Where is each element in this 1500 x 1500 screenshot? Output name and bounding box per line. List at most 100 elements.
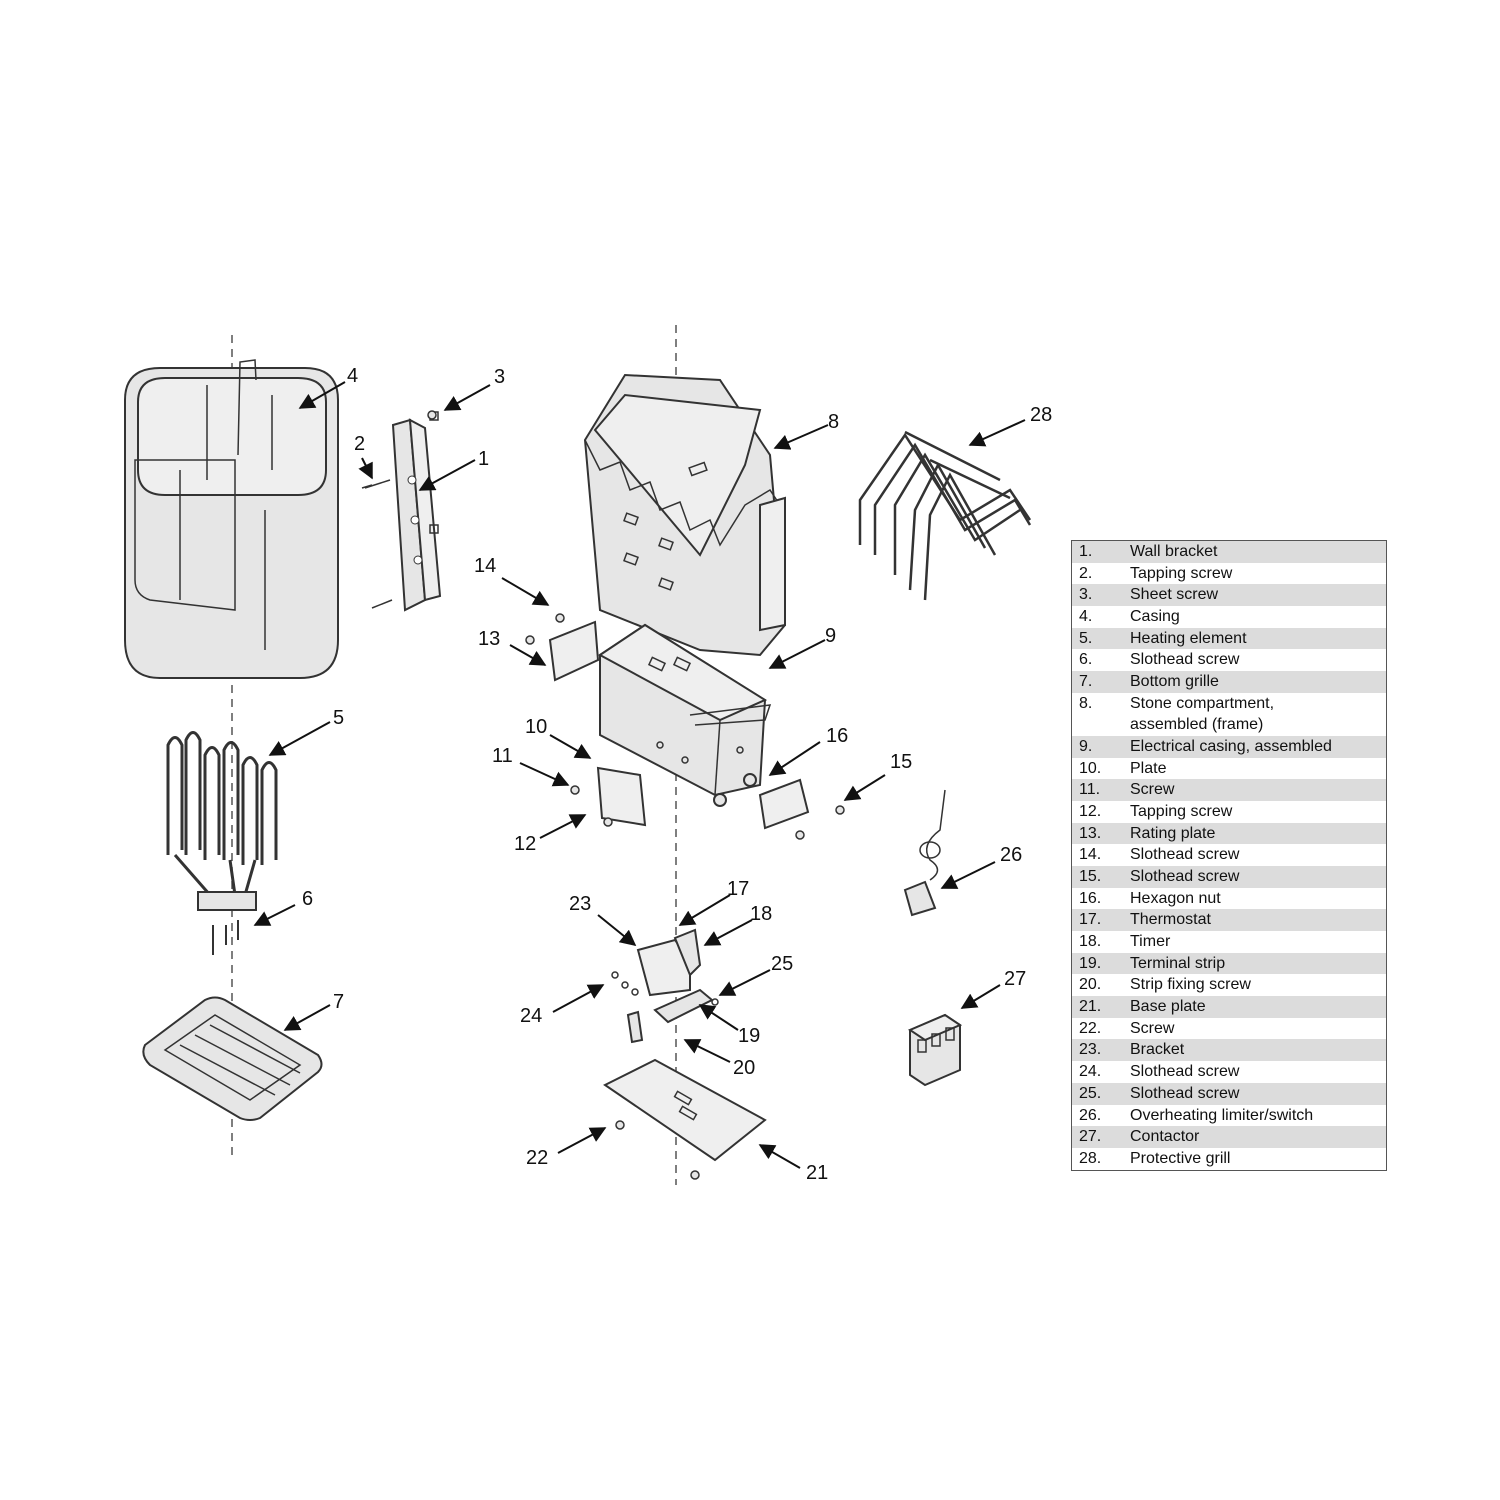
legend-number: 5.: [1079, 629, 1093, 647]
legend-row: 14.Slothead screw: [1072, 844, 1386, 866]
callout-8: 8: [828, 411, 839, 433]
callout-18: 18: [750, 903, 772, 925]
legend-row: 11. Screw: [1072, 779, 1386, 801]
plate-drawing: [596, 766, 647, 827]
legend-label: Screw: [1130, 781, 1175, 799]
callout-7: 7: [333, 991, 344, 1013]
legend-number: 27.: [1079, 1128, 1102, 1146]
callout-10: 10: [525, 716, 547, 738]
screws-group: [361, 410, 845, 1180]
legend-label: Slothead screw: [1130, 651, 1240, 669]
legend-row: 7.Bottom grille: [1072, 671, 1386, 693]
legend-label: Electrical casing, assembled: [1130, 737, 1332, 755]
legend-row: 1. Wall bracket: [1072, 541, 1386, 563]
legend-number: 2.: [1079, 564, 1093, 582]
callout-12: 12: [514, 833, 536, 855]
legend-label: Heating element: [1130, 629, 1247, 647]
legend-label: Hexagon nut: [1130, 889, 1221, 907]
protective-grill-drawing: [858, 430, 1032, 601]
legend-label: Plate: [1130, 759, 1167, 777]
legend-number: 17.: [1079, 911, 1102, 929]
legend-label: Bracket: [1130, 1041, 1185, 1059]
legend-row: 17. Thermostat: [1072, 909, 1386, 931]
legend-number: 23.: [1079, 1041, 1102, 1059]
legend-label: Overheating limiter/switch: [1130, 1106, 1314, 1124]
legend-row: 5. Heating element: [1072, 627, 1386, 650]
legend-label: Tapping screw: [1130, 802, 1233, 820]
legend-number: 3.: [1079, 586, 1093, 604]
heating-element-drawing: [166, 731, 278, 955]
legend-row: 19.Terminal strip: [1072, 952, 1386, 975]
callout-23: 23: [569, 893, 591, 915]
callout-20: 20: [733, 1057, 755, 1079]
legend-label: Strip fixing screw: [1130, 976, 1251, 994]
base-plate-drawing: [603, 1058, 767, 1162]
legend-label: Thermostat: [1130, 911, 1211, 929]
callout-1: 1: [478, 448, 489, 470]
legend-row: 20.Strip fixing screw: [1072, 974, 1386, 996]
callout-21: 21: [806, 1162, 828, 1184]
overheating-limiter-drawing: [903, 789, 946, 917]
legend-number: 13.: [1079, 824, 1102, 842]
legend-number: 9.: [1079, 737, 1093, 755]
legend-number: 10.: [1079, 759, 1102, 777]
legend-number: 25.: [1079, 1084, 1102, 1102]
callout-9: 9: [825, 625, 836, 647]
legend-label: Casing: [1130, 608, 1180, 626]
legend-row: 21. Base plate: [1072, 996, 1386, 1018]
wall-bracket-drawing: [364, 411, 442, 612]
legend-label: Protective grill: [1130, 1149, 1231, 1167]
rating-plate-drawing: [548, 620, 600, 682]
callout-22: 22: [526, 1147, 548, 1169]
legend-number: 15.: [1079, 867, 1102, 885]
callout-5: 5: [333, 707, 344, 729]
legend-number: 19.: [1079, 954, 1102, 972]
legend-number: 21.: [1079, 998, 1102, 1016]
callout-28: 28: [1030, 404, 1052, 426]
legend-row: 10. Plate: [1072, 758, 1386, 780]
legend-row: 9. Electrical casing, assembled: [1072, 735, 1386, 758]
callout-26: 26: [1000, 844, 1022, 866]
side-plate-drawing: [758, 778, 810, 830]
legend-label: Slothead screw: [1130, 1063, 1240, 1081]
legend-number: 14.: [1079, 846, 1102, 864]
legend-number: 22.: [1079, 1019, 1102, 1037]
legend-row: 24. Slothead screw: [1072, 1061, 1386, 1083]
stone-compartment-drawing: [583, 373, 787, 657]
legend-row: 27.Contactor: [1072, 1126, 1386, 1148]
legend-number: 12.: [1079, 802, 1102, 820]
electrical-components-drawing: [611, 928, 719, 1044]
legend-row: 8. Stone compartment, assembled (frame): [1072, 693, 1386, 736]
legend-number: 7.: [1079, 673, 1093, 691]
callout-13: 13: [478, 628, 500, 650]
bottom-grille-drawing: [142, 996, 323, 1121]
leader-arrows: [253, 381, 1026, 1169]
legend-number: 16.: [1079, 889, 1102, 907]
legend-number: 8.: [1079, 694, 1093, 712]
legend-label: Rating plate: [1130, 824, 1216, 842]
legend-label: Base plate: [1130, 998, 1206, 1016]
legend-row: 12. Tapping screw: [1072, 801, 1386, 823]
legend-row: 6.Slothead screw: [1072, 649, 1386, 671]
contactor-drawing: [907, 1013, 963, 1087]
legend-number: 1.: [1079, 543, 1093, 560]
legend-label: Sheet screw: [1130, 586, 1219, 604]
legend-number: 24.: [1079, 1063, 1102, 1081]
callout-11: 11: [492, 745, 513, 767]
legend-row: 13. Rating plate: [1072, 822, 1386, 845]
legend-label: Slothead screw: [1130, 1084, 1240, 1102]
legend-number: 11.: [1079, 781, 1101, 799]
legend-label: Timer: [1130, 933, 1171, 950]
callout-6: 6: [302, 888, 313, 910]
legend-number: 28.: [1079, 1149, 1102, 1167]
legend-label: Tapping screw: [1130, 564, 1233, 582]
legend-number: 26.: [1079, 1106, 1102, 1124]
legend-label: Stone compartment, assembled (frame): [1130, 694, 1275, 734]
casing-drawing: [124, 359, 339, 679]
legend-row: 4.Casing: [1072, 606, 1386, 628]
callout-2: 2: [354, 433, 365, 455]
legend-label: Wall bracket: [1130, 543, 1218, 560]
callout-19: 19: [738, 1025, 760, 1047]
legend-label: Screw: [1130, 1019, 1175, 1037]
